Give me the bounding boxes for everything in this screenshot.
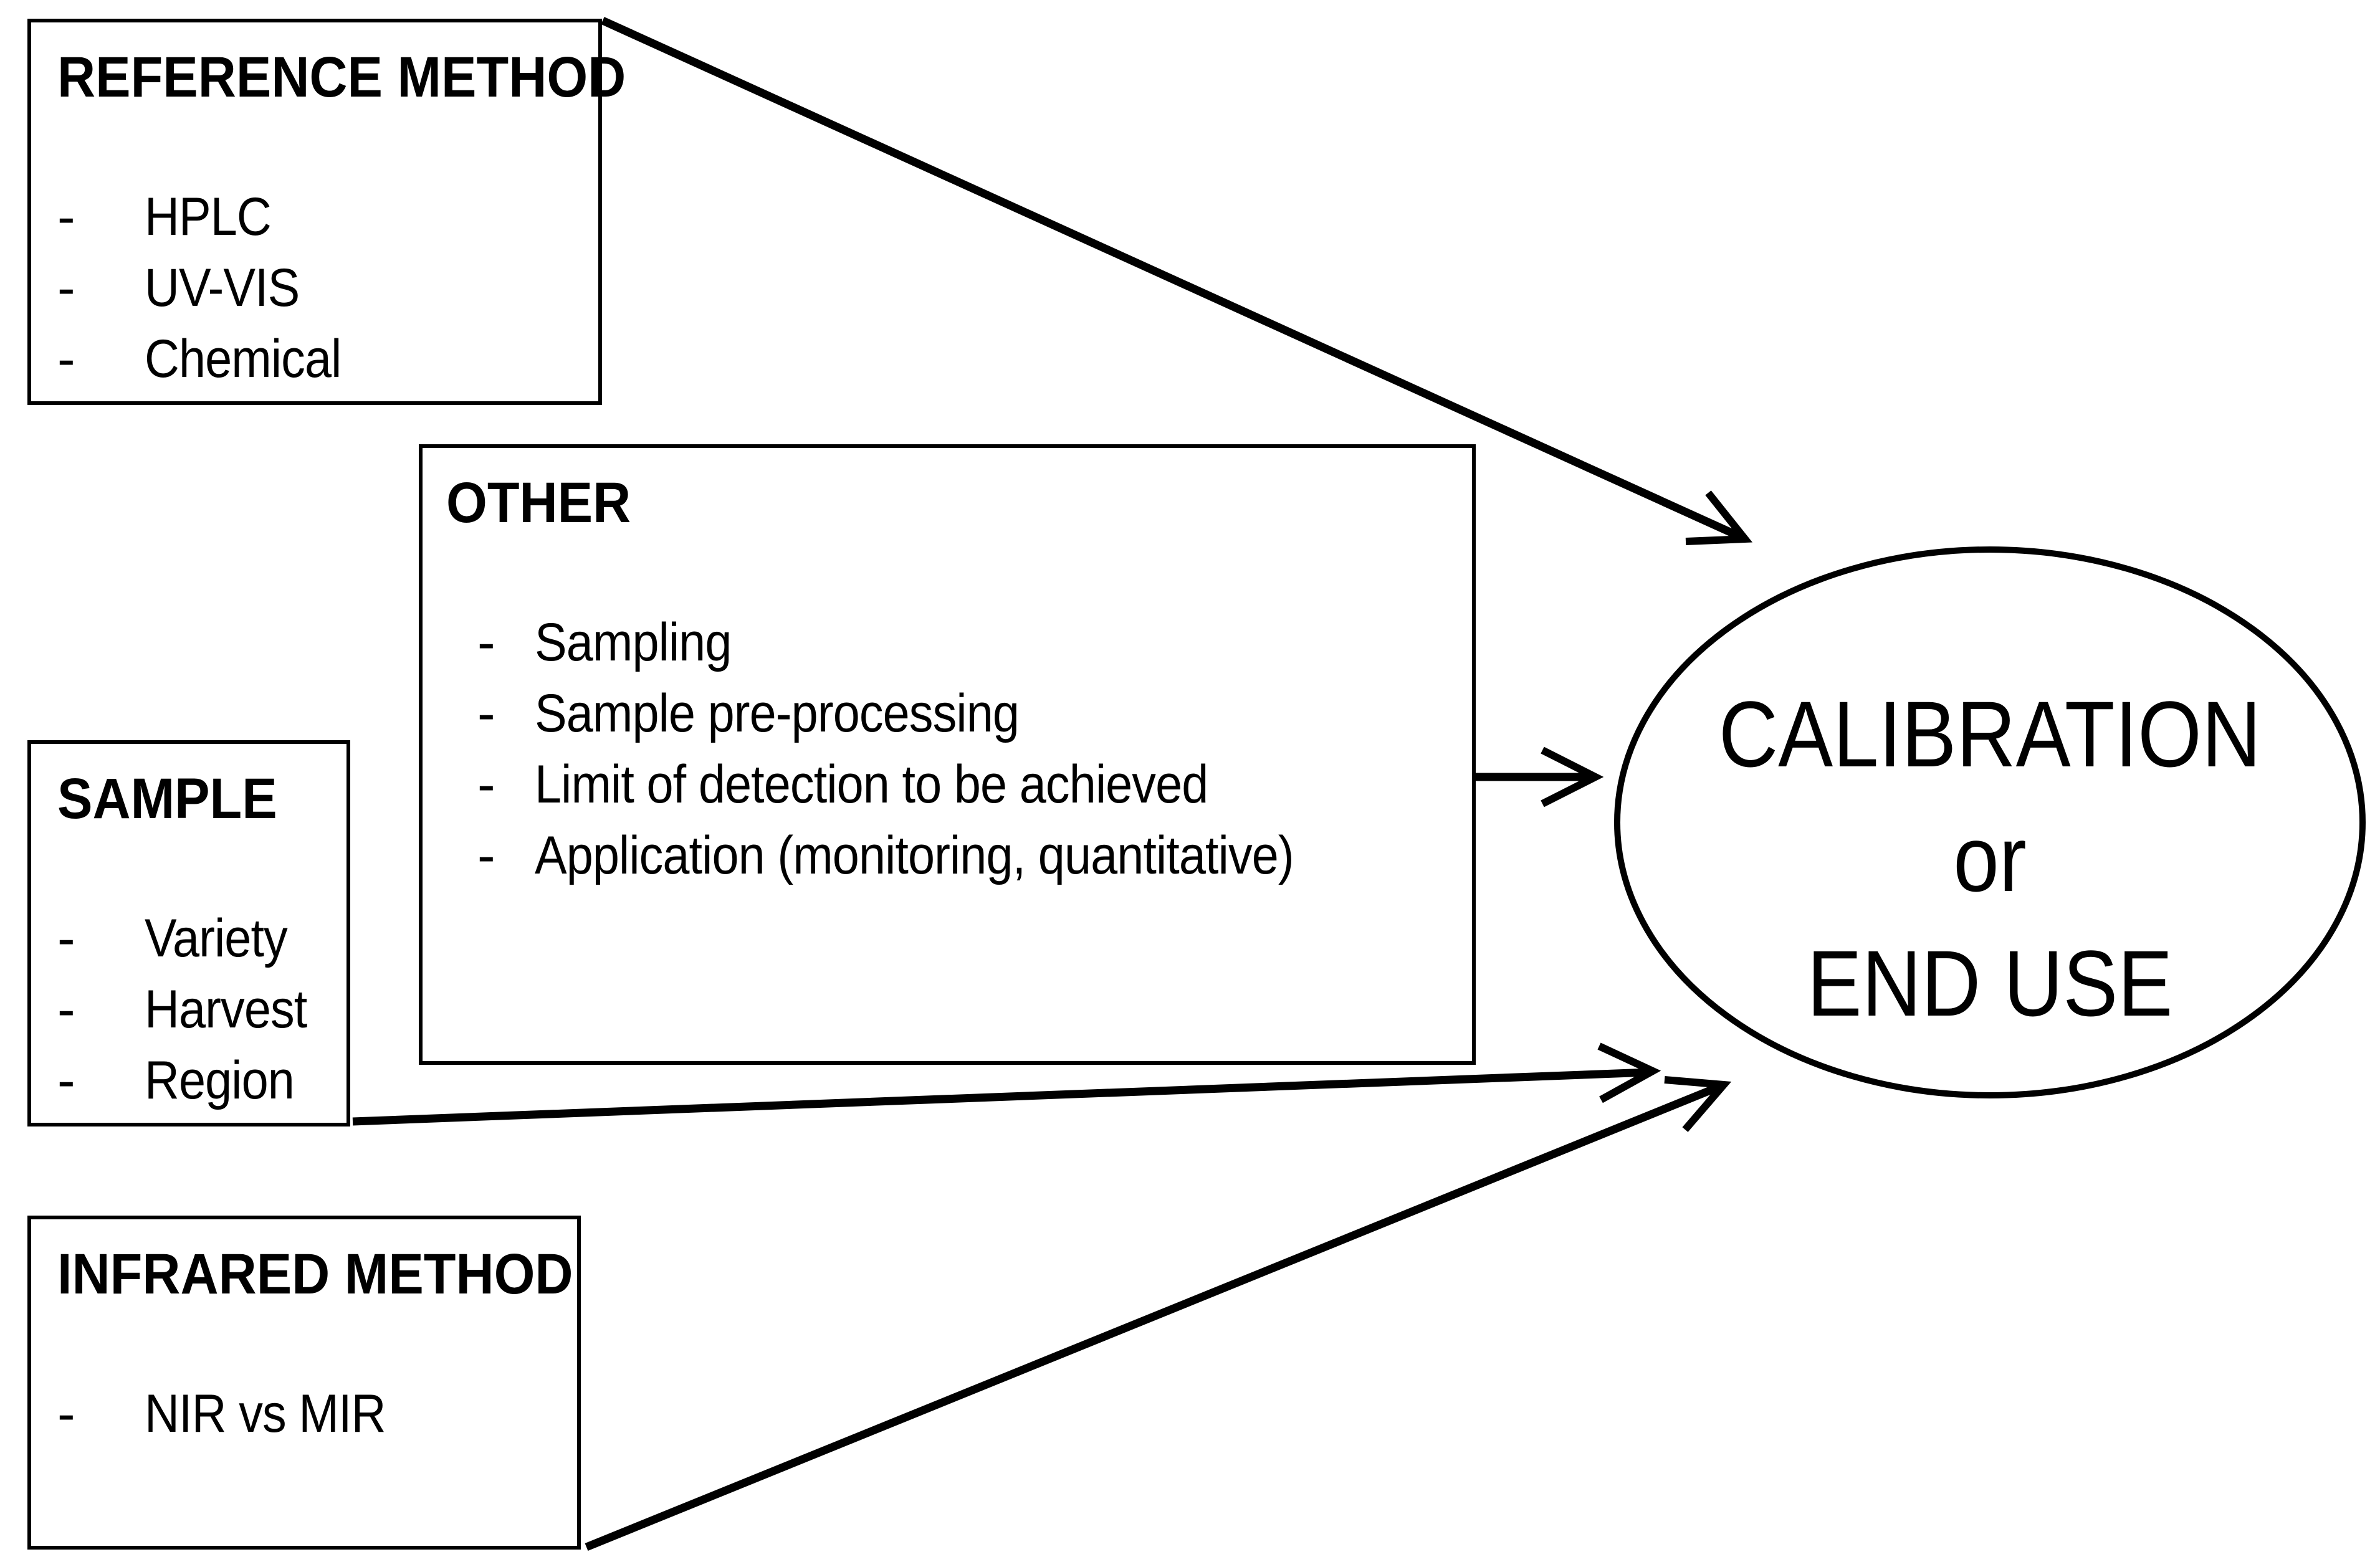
calibration-ellipse-label: CALIBRATION or END USE <box>1616 672 2364 1045</box>
list-item-marker: - <box>477 754 495 814</box>
list-item: - UV-VIS <box>57 252 593 323</box>
list-item-marker: - <box>477 612 495 672</box>
reference-method-arrow <box>601 17 1753 545</box>
box-infrared-method: INFRARED METHOD - NIR vs MIR <box>27 1216 581 1550</box>
other-arrow <box>1476 746 1604 807</box>
list-item-label: Sample pre-processing <box>535 683 1020 743</box>
box-sample: SAMPLE - Variety - Harvest - Region <box>27 740 350 1126</box>
list-item: - NIR vs MIR <box>57 1378 572 1449</box>
box-title: OTHER <box>446 471 631 535</box>
infrared-method-arrow <box>585 1076 1732 1551</box>
list-item-marker: - <box>57 328 75 389</box>
ellipse-line: or <box>1953 806 2027 911</box>
list-item-marker: - <box>57 908 75 968</box>
list-item: -Application (monitoring, quantitative) <box>477 820 1467 891</box>
list-item: - HPLC <box>57 181 593 252</box>
calibration-ellipse <box>1614 546 2366 1098</box>
list-item-label: Sampling <box>535 612 732 672</box>
box-title: REFERENCE METHOD <box>57 45 626 109</box>
list-item-label: HPLC <box>145 186 272 247</box>
list-item-marker: - <box>57 186 75 247</box>
list-item-marker: - <box>477 683 495 743</box>
list-item-label: Limit of detection to be achieved <box>535 754 1208 814</box>
list-item: -Limit of detection to be achieved <box>477 749 1467 820</box>
list-item-label: NIR vs MIR <box>145 1383 386 1444</box>
list-item-marker: - <box>57 257 75 318</box>
list-item: - Chemical <box>57 323 593 394</box>
list-item-label: Application (monitoring, quantitative) <box>535 825 1294 885</box>
box-items: -Sampling-Sample pre-processing-Limit of… <box>477 607 1467 891</box>
list-item-label: UV-VIS <box>145 257 300 318</box>
list-item-label: Region <box>145 1050 295 1110</box>
list-item-label: Harvest <box>145 979 307 1039</box>
list-item-marker: - <box>477 825 495 885</box>
ellipse-line: END USE <box>1807 931 2173 1036</box>
list-item: -Sample pre-processing <box>477 678 1467 749</box>
list-item-marker: - <box>57 979 75 1039</box>
list-item-marker: - <box>57 1383 75 1444</box>
sample-arrow <box>352 1042 1661 1126</box>
list-item: -Sampling <box>477 607 1467 678</box>
box-title: SAMPLE <box>57 767 277 831</box>
box-reference-method: REFERENCE METHOD - HPLC - UV-VIS - Chemical <box>27 19 626 405</box>
list-item: - Harvest <box>57 974 342 1045</box>
box-items: - Variety - Harvest - Region <box>57 903 342 1116</box>
list-item: - Region <box>57 1045 342 1116</box>
box-other: OTHER -Sampling-Sample pre-processing-Li… <box>419 444 1476 1065</box>
list-item-label: Chemical <box>145 328 342 389</box>
list-item-marker: - <box>57 1050 75 1110</box>
list-item: - Variety <box>57 903 342 974</box>
list-item-label: Variety <box>145 908 288 968</box>
box-title: INFRARED METHOD <box>57 1242 573 1306</box>
ellipse-line: CALIBRATION <box>1718 682 2262 786</box>
box-items: - NIR vs MIR <box>57 1378 572 1449</box>
box-items: - HPLC - UV-VIS - Chemical <box>57 181 593 394</box>
